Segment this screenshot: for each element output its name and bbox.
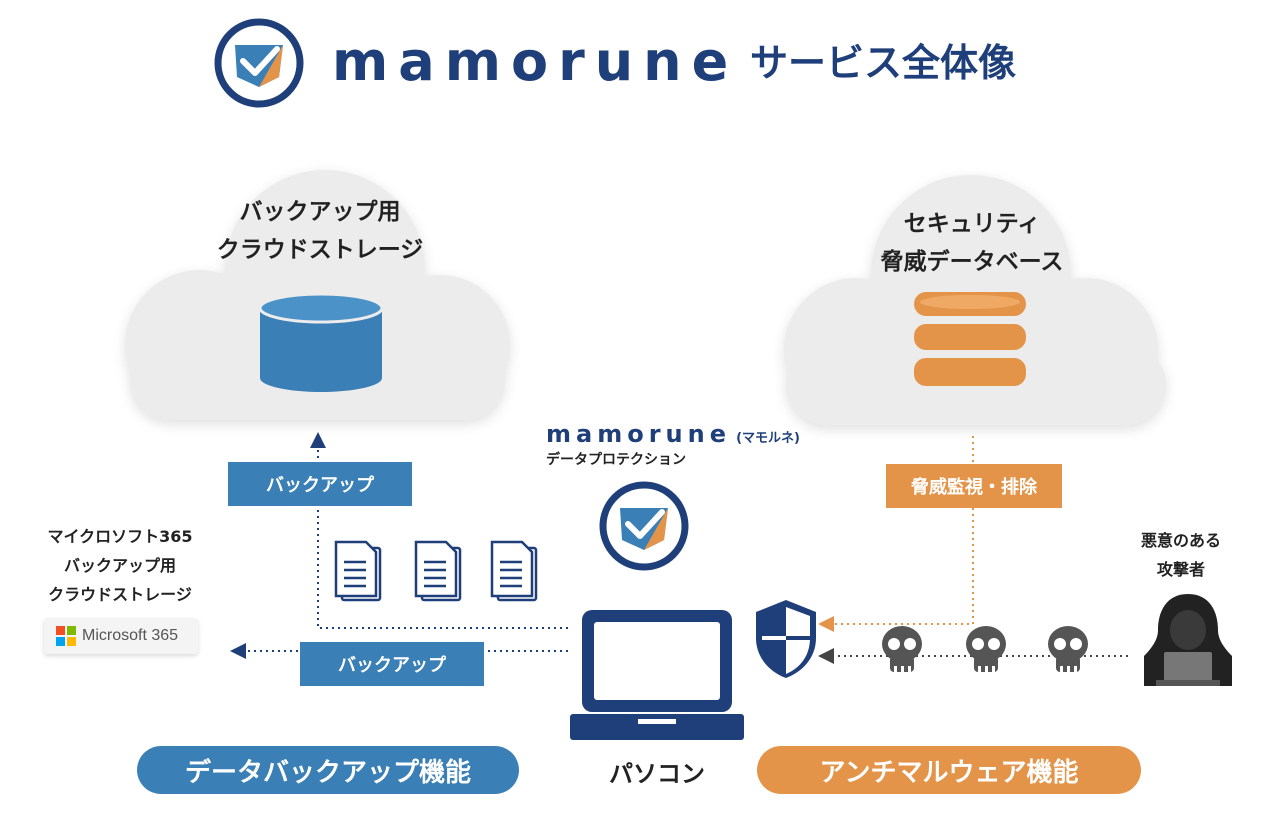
attacker-label: 悪意のある 攻撃者 xyxy=(1140,531,1221,579)
threat-monitor-box: 脅威監視・排除 xyxy=(886,464,1062,508)
security-shield-icon xyxy=(756,600,816,678)
laptop-icon xyxy=(570,610,744,740)
threat-database-icon xyxy=(914,292,1026,386)
database-icon xyxy=(258,292,384,392)
documents-icon xyxy=(334,540,538,602)
security-cloud-shape xyxy=(784,175,1166,425)
microsoft-365-badge: Microsoft 365 xyxy=(44,618,198,654)
brand-wordmark: mamorune xyxy=(332,30,739,93)
microsoft-storage-label: マイクロソフト365 バックアップ用 クラウドストレージ xyxy=(47,527,193,604)
antimalware-feature-pill: アンチマルウェア機能 xyxy=(757,746,1141,794)
data-backup-feature-pill: データバックアップ機能 xyxy=(137,746,519,794)
mamorune-shield-icon xyxy=(599,481,689,571)
security-cloud-label: セキュリティ 脅威データベース xyxy=(880,211,1064,275)
product-kana: (マモルネ) xyxy=(736,431,800,446)
backup-left-box: バックアップ xyxy=(300,642,484,686)
product-brand: mamorune xyxy=(546,420,731,448)
malware-skull-icons xyxy=(882,626,1088,673)
backup-cloud-label: バックアップ用 クラウドストレージ xyxy=(216,199,424,263)
product-title: mamorune (マモルネ) xyxy=(546,420,800,448)
microsoft-logo-icon xyxy=(56,626,76,646)
product-subtitle: データプロテクション xyxy=(546,452,686,468)
mamorune-logo-icon xyxy=(214,18,304,108)
hacker-icon xyxy=(1144,594,1232,686)
pc-label: パソコン xyxy=(609,760,705,788)
backup-up-box: バックアップ xyxy=(228,462,412,506)
page-title: サービス全体像 xyxy=(750,41,1017,85)
microsoft-logo-text: Microsoft 365 xyxy=(82,627,179,644)
